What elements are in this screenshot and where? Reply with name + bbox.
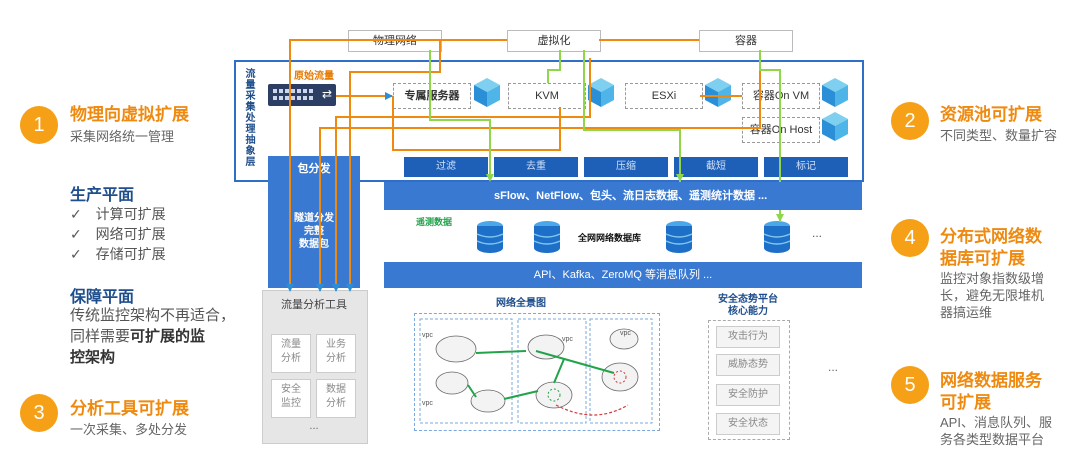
security-status: 安全状态	[716, 413, 780, 435]
switch-port-row	[273, 96, 315, 100]
packet-distribution-label: 包分发	[297, 163, 331, 175]
security-attack-behavior: 攻击行为	[716, 326, 780, 348]
node-dedicated-server: 专属服务器	[393, 83, 471, 109]
tunnel-line-2: 完整	[304, 226, 324, 237]
feature-1-title: 物理向虚拟扩展	[70, 105, 189, 124]
feature-5-desc: API、消息队列、服 务各类型数据平台	[940, 414, 1052, 448]
guarantee-plane-title: 保障平面	[70, 289, 135, 306]
database-ellipsis: ...	[812, 226, 823, 240]
database-label: 全网网络数据库	[578, 233, 642, 243]
cube-icon	[822, 78, 848, 107]
feature-4-title: 分布式网络数 据库可扩展	[940, 226, 1042, 270]
feature-5-desc-1: API、消息队列、服	[940, 415, 1052, 430]
tools-ellipsis: ...	[309, 420, 319, 432]
feature-2-desc: 不同类型、数量扩容	[940, 128, 1058, 143]
raw-traffic-label: 原始流量	[294, 71, 334, 82]
production-item: ✓ 存储可扩展	[70, 246, 166, 262]
tunnel-line-1: 隧道分发	[294, 213, 334, 224]
feature-3-title: 分析工具可扩展	[70, 399, 189, 418]
switch-arrows: ⇄	[321, 87, 332, 101]
guarantee-line-2b: 可扩展的监	[130, 328, 206, 345]
tool-data-analysis: 数据 分析	[316, 379, 356, 418]
feature-4-desc-1: 监控对象指数级增	[940, 271, 1045, 286]
feature-4-desc: 监控对象指数级增 长，避免无限堆机 器搞运维	[940, 270, 1044, 321]
tab-dedup: 去重	[494, 157, 578, 177]
production-item-label: 计算可扩展	[95, 206, 166, 222]
node-container-on-vm: 容器On VM	[742, 83, 820, 109]
feature-5-title-1: 网络数据服务	[940, 371, 1042, 390]
feature-1-desc: 采集网络统一管理	[70, 129, 175, 144]
node-kvm: KVM	[508, 83, 586, 109]
topology-graph	[419, 318, 653, 424]
cube-icon	[705, 78, 731, 107]
tab-truncate: 截短	[674, 157, 758, 177]
tab-compress: 压缩	[584, 157, 668, 177]
vpc-label: vpc	[620, 330, 631, 337]
feature-5-badge: 5	[891, 366, 929, 404]
feature-5-desc-2: 务各类型数据平台	[940, 432, 1045, 447]
source-physical-network: 物理网络	[348, 30, 442, 52]
database-icon	[476, 221, 504, 253]
cube-icon	[822, 112, 848, 141]
tool-flow-analysis: 流量 分析	[271, 334, 311, 373]
production-plane-title: 生产平面	[70, 187, 135, 204]
guarantee-line-2: 同样需要可扩展的监	[70, 326, 250, 347]
production-item: ✓ 网络可扩展	[70, 226, 166, 242]
guarantee-plane-desc: 传统监控架构不再适合， 同样需要可扩展的监 控架构	[70, 305, 250, 368]
feature-5-title-2: 可扩展	[940, 393, 991, 412]
node-esxi: ESXi	[625, 83, 703, 109]
security-platform-frame	[708, 320, 790, 440]
feature-3-badge: 3	[20, 394, 58, 432]
database-icon	[763, 221, 791, 253]
vpc-label: vpc	[562, 336, 573, 343]
guarantee-line-3: 控架构	[70, 349, 116, 366]
source-container: 容器	[699, 30, 793, 52]
security-protection: 安全防护	[716, 384, 780, 406]
abstraction-layer-label: 流量采集处理抽象层	[243, 68, 254, 167]
cube-icon	[474, 78, 500, 107]
tab-filter: 过滤	[404, 157, 488, 177]
feature-2-title: 资源池可扩展	[940, 105, 1042, 124]
flow-data-bar: sFlow、NetFlow、包头、流日志数据、遥测统计数据 ...	[384, 182, 862, 210]
tab-mark: 标记	[764, 157, 848, 177]
tool-security-monitor: 安全 监控	[271, 379, 311, 418]
topology-title: 网络全景图	[496, 298, 546, 309]
source-virtualization: 虚拟化	[507, 30, 601, 52]
feature-4-desc-2: 长，避免无限堆机	[940, 288, 1045, 303]
feature-4-title-2: 据库可扩展	[940, 249, 1025, 268]
guarantee-line-1: 传统监控架构不再适合，	[70, 307, 236, 324]
feature-4-title-1: 分布式网络数	[940, 227, 1042, 246]
vpc-label: vpc	[422, 400, 433, 407]
production-item-label: 网络可扩展	[95, 226, 166, 242]
feature-2-badge: 2	[891, 102, 929, 140]
guarantee-line-2a: 同样需要	[70, 328, 131, 345]
production-item: ✓ 计算可扩展	[70, 206, 166, 222]
security-title-1: 安全态势平台	[718, 294, 778, 305]
security-ellipsis: ...	[828, 360, 839, 374]
vpc-label: vpc	[422, 332, 433, 339]
feature-4-badge: 4	[891, 219, 929, 257]
database-icon	[533, 221, 561, 253]
telemetry-label: 遥测数据	[416, 217, 453, 227]
production-item-label: 存储可扩展	[95, 246, 166, 262]
analysis-tools-title: 流量分析工具	[281, 299, 347, 311]
node-container-on-host: 容器On Host	[742, 117, 820, 143]
security-title-2: 核心能力	[728, 306, 768, 317]
security-platform-title: 安全态势平台 核心能力	[706, 294, 790, 318]
feature-4-desc-3: 器搞运维	[940, 305, 993, 320]
topology-frame	[414, 313, 660, 431]
cube-icon	[588, 78, 614, 107]
switch-icon: ⇄	[268, 84, 336, 106]
tunnel-line-3: 数据包	[299, 239, 329, 250]
security-threat-situation: 威胁态势	[716, 354, 780, 376]
feature-3-desc: 一次采集、多处分发	[70, 422, 188, 437]
tool-business-analysis: 业务 分析	[316, 334, 356, 373]
api-message-queue-bar: API、Kafka、ZeroMQ 等消息队列 ...	[384, 262, 862, 288]
database-icon	[665, 221, 693, 253]
tunnel-distribution-label: 隧道分发 完整 数据包	[268, 212, 360, 251]
feature-1-badge: 1	[20, 106, 58, 144]
feature-5-title: 网络数据服务 可扩展	[940, 370, 1042, 414]
switch-port-row	[273, 89, 315, 93]
